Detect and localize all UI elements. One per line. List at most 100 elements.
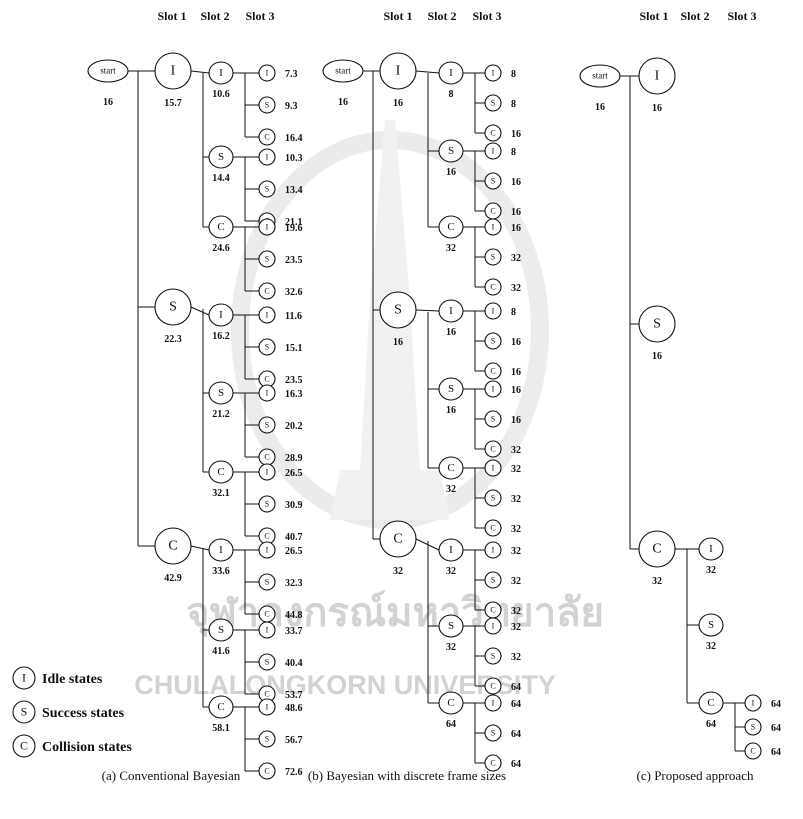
tree-0-slot3-node-CCC-letter: C [264, 766, 269, 775]
tree-1-slot3-node-SSS-letter: S [491, 414, 495, 423]
tree-1-slot1-I-to-slot2 [416, 71, 439, 73]
tree-2-slot3-node-CCC-letter: C [750, 746, 755, 755]
tree-1-slot3-value-SCS: 32 [511, 494, 521, 505]
tree-0-slot3-value-CII: 26.5 [285, 546, 303, 557]
tree-0-slot2-node-SC-letter: C [217, 466, 224, 478]
tree-0-slot1-node-C-letter: C [168, 539, 177, 554]
tree-0-slot2-value-CC: 58.1 [212, 723, 230, 734]
tree-1-header-slot-3: Slot 3 [472, 9, 501, 23]
tree-1-slot2-node-IC-letter: C [447, 221, 454, 233]
tree-0-slot1-node-S-letter: S [169, 300, 177, 315]
tree-1-slot3-node-CSC-letter: C [490, 681, 495, 690]
tree-1-slot3-node-SCS-letter: S [491, 493, 495, 502]
tree-1-slot3-node-ICS-letter: S [491, 252, 495, 261]
legend-collision-symbol-letter: C [20, 738, 28, 752]
tree-0-slot3-node-CIS-letter: S [265, 577, 269, 586]
tree-0-slot3-node-SSS-letter: S [265, 420, 269, 429]
tree-0-slot3-node-CII-letter: I [266, 545, 269, 554]
legend-idle-label: Idle states [42, 672, 103, 687]
tree-2-slot2-node-CC-letter: C [707, 697, 714, 709]
tree-0-slot3-value-SCI: 26.5 [285, 468, 303, 479]
tree-1-header-slot-1: Slot 1 [383, 9, 412, 23]
tree-1-slot3-value-SIC: 16 [511, 367, 521, 378]
tree-1-slot3-value-SSC: 32 [511, 445, 521, 456]
tree-1-slot3-node-CCS-letter: S [491, 728, 495, 737]
tree-0-slot3-node-ISI-letter: I [266, 152, 269, 161]
tree-2-slot2-node-CS-letter: S [708, 619, 714, 631]
tree-2-slot1-value-I: 16 [652, 103, 662, 114]
tree-1-slot2-node-CI-letter: I [449, 544, 453, 556]
tree-1-slot3-value-IIC: 16 [511, 129, 521, 140]
tree-1-slot2-node-II-letter: I [449, 67, 453, 79]
tree-0-slot2-value-CI: 33.6 [212, 566, 230, 577]
tree-0-slot2-value-CS: 41.6 [212, 646, 230, 657]
tree-0-slot3-node-SCS-letter: S [265, 499, 269, 508]
tree-2-start-value: 16 [595, 102, 605, 113]
tree-1-slot3-node-ISS-letter: S [491, 176, 495, 185]
tree-1-slot2-node-SS-letter: S [448, 383, 454, 395]
tree-1-slot2-value-CS: 32 [446, 642, 456, 653]
tree-0-slot3-value-CIS: 32.3 [285, 578, 303, 589]
tree-1-slot3-node-CIC-letter: C [490, 605, 495, 614]
tree-0-slot3-node-CSS-letter: S [265, 657, 269, 666]
tree-2-header-slot-1: Slot 1 [639, 9, 668, 23]
tree-1-slot3-value-SII: 8 [511, 307, 516, 318]
tree-1-slot3-node-CCI-letter: I [492, 698, 495, 707]
tree-0-slot2-value-SI: 16.2 [212, 331, 230, 342]
tree-0-slot2-node-SI-letter: I [219, 309, 223, 321]
tree-1-slot3-value-SIS: 16 [511, 337, 521, 348]
tree-0-slot2-value-SS: 21.2 [212, 409, 230, 420]
tree-0-slot2-value-SC: 32.1 [212, 488, 230, 499]
tree-1-slot3-value-ICS: 32 [511, 253, 521, 264]
tree-1-slot3-value-SCI: 32 [511, 464, 521, 475]
tree-0-slot2-node-II-letter: I [219, 67, 223, 79]
tree-0-slot3-value-ICC: 32.6 [285, 287, 303, 298]
tree-0-slot3-value-CCC: 72.6 [285, 767, 303, 778]
tree-0-slot1-node-I-letter: I [171, 64, 176, 79]
tree-0-slot3-node-CCI-letter: I [266, 702, 269, 711]
tree-1-slot1-node-S-letter: S [394, 303, 402, 318]
tree-1-slot1-value-C: 32 [393, 566, 403, 577]
tree-0-slot3-value-SSS: 20.2 [285, 421, 303, 432]
tree-0-slot3-value-CSI: 33.7 [285, 626, 303, 637]
tree-0-slot3-value-SIS: 15.1 [285, 343, 303, 354]
tree-1-slot1-node-I-letter: I [396, 64, 401, 79]
tree-1-slot3-value-CSC: 64 [511, 682, 521, 693]
tree-0-slot3-node-SIS-letter: S [265, 342, 269, 351]
tree-1-slot3-node-ICC-letter: C [490, 282, 495, 291]
tree-0-slot3-value-ISI: 10.3 [285, 153, 303, 164]
tree-0-slot3-node-SSC-letter: C [264, 452, 269, 461]
tree-0-slot3-value-SII: 11.6 [285, 311, 302, 322]
tree-0-slot3-value-SCC: 40.7 [285, 532, 303, 543]
tree-0-slot3-node-IIC-letter: C [264, 132, 269, 141]
tree-2-slot1-node-S-letter: S [653, 317, 661, 332]
tree-1-slot3-value-CCS: 64 [511, 729, 521, 740]
tree-0-slot1-C-to-slot2 [191, 546, 209, 550]
tree-0-slot2-value-IC: 24.6 [212, 243, 230, 254]
tree-2-caption: (c) Proposed approach [637, 768, 754, 783]
tree-0-slot3-node-ICI-letter: I [266, 222, 269, 231]
tree-1-slot2-value-CI: 32 [446, 566, 456, 577]
tree-0-slot3-value-IIC: 16.4 [285, 133, 303, 144]
tree-1-slot2-value-SI: 16 [446, 327, 456, 338]
tree-1-slot3-node-SSI-letter: I [492, 384, 495, 393]
tree-1-slot3-value-CCI: 64 [511, 699, 521, 710]
tree-0-slot3-node-SII-letter: I [266, 310, 269, 319]
tree-1-slot2-node-CS-letter: S [448, 620, 454, 632]
tree-0-slot3-value-ICS: 23.5 [285, 255, 303, 266]
tree-0-slot2-value-II: 10.6 [212, 89, 230, 100]
tree-1-slot2-value-SC: 32 [446, 484, 456, 495]
tree-0-slot3-node-CSC-letter: C [264, 689, 269, 698]
tree-0-slot3-value-CSS: 40.4 [285, 658, 303, 669]
tree-2-header-slot-3: Slot 3 [727, 9, 756, 23]
tree-0-slot3-node-SCC-letter: C [264, 531, 269, 540]
tree-0-slot3-value-SSI: 16.3 [285, 389, 303, 400]
tree-1-slot3-node-CSI-letter: I [492, 621, 495, 630]
tree-0-slot3-value-SCS: 30.9 [285, 500, 303, 511]
tree-2-slot2-node-CI-letter: I [709, 543, 713, 555]
tree-0-header-slot-1: Slot 1 [157, 9, 186, 23]
tree-0-slot2-node-SS-letter: S [218, 387, 224, 399]
tree-0-slot3-node-CCS-letter: S [265, 734, 269, 743]
tree-1-slot1-value-I: 16 [393, 98, 403, 109]
